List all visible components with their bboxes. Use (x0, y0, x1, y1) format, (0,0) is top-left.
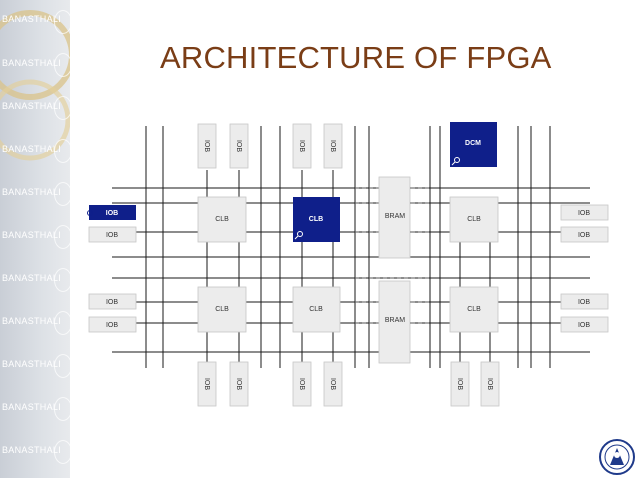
iob-label: IOB (235, 378, 242, 390)
iob-bottom-1: IOB (197, 361, 217, 407)
iob-left-4: IOB (88, 316, 137, 333)
iob-right-1: IOB (560, 204, 609, 221)
iob-left-2: IOB (88, 226, 137, 243)
iob-label: IOB (203, 378, 210, 390)
iob-left-1-highlighted: IOB (87, 205, 136, 220)
bram-label: BRAM (385, 317, 405, 324)
watermark-text: BANASTHALI (2, 187, 62, 197)
watermark-seal-icon (54, 268, 70, 292)
clb-label: CLB (215, 216, 229, 223)
routing-vertical-lines (145, 126, 551, 368)
watermark-text: BANASTHALI (2, 230, 62, 240)
iob-label: IOB (106, 232, 118, 239)
watermark-seal-icon (54, 139, 70, 163)
iob-label: IOB (456, 378, 463, 390)
clb-label: CLB (467, 306, 481, 313)
iob-bottom-2: IOB (229, 361, 249, 407)
clb-row2-3: CLB (449, 286, 499, 333)
iob-label: IOB (106, 299, 118, 306)
university-seal-icon (599, 439, 635, 475)
clb-row2-2: CLB (292, 286, 341, 333)
iob-label: IOB (486, 378, 493, 390)
iob-label: IOB (106, 322, 118, 329)
iob-right-4: IOB (560, 316, 609, 333)
iob-label: IOB (578, 232, 590, 239)
watermark-seal-icon (54, 182, 70, 206)
watermark-seal-icon (54, 354, 70, 378)
dcm-label: DCM (465, 140, 481, 147)
clb-row1-2-highlighted: CLB (293, 197, 340, 242)
watermark-text: BANASTHALI (2, 316, 62, 326)
clb-row2-1: CLB (197, 286, 247, 333)
routing-horizontal-lines (112, 187, 590, 353)
pin-icon (87, 210, 93, 216)
iob-top-1: IOB (197, 123, 217, 169)
pin-icon (454, 157, 460, 163)
iob-label: IOB (329, 140, 336, 152)
watermark-seal-icon (54, 53, 70, 77)
watermark-text: BANASTHALI (2, 14, 62, 24)
watermark-seal-icon (54, 225, 70, 249)
watermark-text: BANASTHALI (2, 144, 62, 154)
iob-column-lines (206, 170, 491, 380)
iob-label: IOB (203, 140, 210, 152)
watermark-seal-icon (54, 10, 70, 34)
iob-left-3: IOB (88, 293, 137, 310)
bram-block-2: BRAM (378, 280, 411, 364)
iob-top-2: IOB (229, 123, 249, 169)
iob-bottom-3: IOB (292, 361, 312, 407)
watermark-text: BANASTHALI (2, 359, 62, 369)
pin-icon (297, 231, 303, 237)
watermark-text: BANASTHALI (2, 58, 62, 68)
bram-label: BRAM (385, 213, 405, 220)
decorative-rings (0, 10, 70, 161)
iob-top-3: IOB (292, 123, 312, 169)
watermark-text: BANASTHALI (2, 101, 62, 111)
clb-label: CLB (467, 216, 481, 223)
iob-label: IOB (106, 210, 118, 217)
bram-block-1: BRAM (378, 176, 411, 259)
dcm-block: DCM (450, 122, 497, 167)
clb-label: CLB (215, 306, 229, 313)
watermark-seal-icon (54, 96, 70, 120)
watermark-text: BANASTHALI (2, 445, 62, 455)
iob-label: IOB (578, 210, 590, 217)
watermark-text: BANASTHALI (2, 273, 62, 283)
clb-label: CLB (309, 306, 323, 313)
sidebar-watermark-strip: BANASTHALI BANASTHALI BANASTHALI BANASTH… (0, 0, 70, 478)
iob-label: IOB (298, 378, 305, 390)
clb-row1-3: CLB (449, 196, 499, 243)
watermark-text: BANASTHALI (2, 402, 62, 412)
slide-title: ARCHITECTURE OF FPGA (160, 40, 552, 75)
iob-right-2: IOB (560, 226, 609, 243)
iob-label: IOB (235, 140, 242, 152)
watermark-seal-icon (54, 440, 70, 464)
clb-label: CLB (309, 216, 323, 223)
iob-bottom-5: IOB (450, 361, 470, 407)
watermark-seal-icon (54, 311, 70, 335)
watermark-seal-icon (54, 397, 70, 421)
iob-label: IOB (578, 299, 590, 306)
iob-top-4: IOB (323, 123, 343, 169)
iob-label: IOB (329, 378, 336, 390)
clb-row1-1: CLB (197, 196, 247, 243)
iob-right-3: IOB (560, 293, 609, 310)
iob-label: IOB (578, 322, 590, 329)
iob-bottom-6: IOB (480, 361, 500, 407)
iob-bottom-4: IOB (323, 361, 343, 407)
iob-label: IOB (298, 140, 305, 152)
